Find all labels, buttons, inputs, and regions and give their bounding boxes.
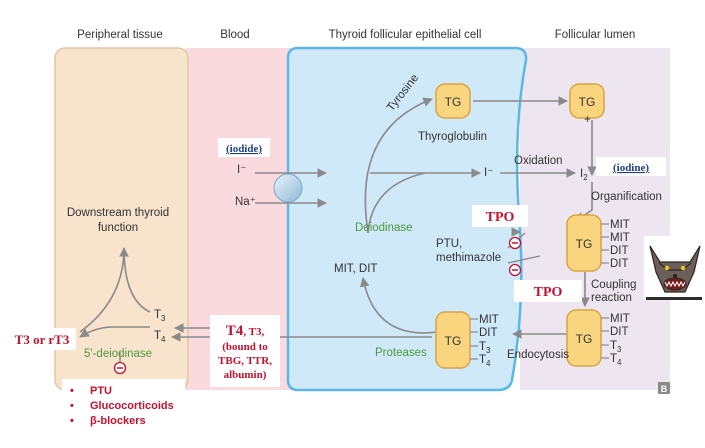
tg-blob-top-cell: TG xyxy=(435,83,471,119)
header-thyroid-cell: Thyroid follicular epithelial cell xyxy=(329,29,482,41)
label-plus: + xyxy=(584,114,591,126)
arrow-t4-to-t3 xyxy=(79,326,150,338)
tg-blob-endocytosed: TG xyxy=(435,311,471,369)
residue-dit: DIT xyxy=(610,245,629,257)
arrow-proteases-to-mit-dit xyxy=(359,277,438,334)
residue-t3: T3 xyxy=(479,341,491,355)
label-ptu-1: PTU, xyxy=(436,238,462,250)
tg-label: TG xyxy=(576,332,593,346)
iodide-note: (iodide) xyxy=(226,143,262,155)
residue-dit: DIT xyxy=(610,326,629,338)
label-ptu-2: methimazole xyxy=(436,252,501,264)
label-peripheral-t3: T3 xyxy=(154,309,166,323)
tpo-label-upper: TPO xyxy=(486,210,515,225)
tg-blob-coupled: TG xyxy=(566,309,602,367)
residue-mit: MIT xyxy=(610,313,630,325)
inhibitor-beta-blockers: β-blockers xyxy=(90,415,146,427)
residue-mit: MIT xyxy=(610,232,630,244)
arrow-tyrosine-to-tg xyxy=(364,97,433,233)
label-downstream-1: Downstream thyroid xyxy=(67,207,169,219)
tg-label: TG xyxy=(445,334,462,348)
blood-t4-t3-label: T4, T3, xyxy=(226,323,265,339)
inhibitor-glucocorticoids: Glucocorticoids xyxy=(90,400,174,412)
header-blood: Blood xyxy=(220,29,249,41)
blood-bound-2: TBG, TTR, xyxy=(218,355,272,367)
label-deiodinase: Deiodinase xyxy=(355,222,413,234)
iodine-note: (iodine) xyxy=(613,162,649,174)
corner-logo-icon: B xyxy=(658,382,670,394)
label-thyroglobulin: Thyroglobulin xyxy=(418,131,487,143)
inhibition-minus-icon xyxy=(508,236,522,250)
residue-dit: DIT xyxy=(479,327,498,339)
label-downstream-2: function xyxy=(98,222,138,234)
tpo-box-lower xyxy=(514,280,582,302)
tg-label: TG xyxy=(445,95,462,109)
t3-or-rt3-label: T3 or rT3 xyxy=(15,332,70,347)
wolf-face-icon xyxy=(644,236,704,300)
inhibitor-bullet: • xyxy=(70,415,74,427)
label-iodide-ion: I⁻ xyxy=(237,164,246,176)
inhibitor-bullet: • xyxy=(70,385,74,397)
iodine-note-box xyxy=(596,157,666,176)
svg-text:B: B xyxy=(661,384,668,394)
label-iodide-apical: I⁻ xyxy=(484,167,493,179)
arrow-deiodinase-recycle xyxy=(367,172,426,234)
residue-ticks xyxy=(470,223,609,360)
label-organification: Organification xyxy=(591,191,662,203)
label-coupling-2: reaction xyxy=(591,292,632,304)
label-proteases: Proteases xyxy=(375,347,427,359)
inhibitor-bullet: • xyxy=(70,400,74,412)
inhibitor-ptu: PTU xyxy=(90,385,112,397)
inhibition-minus-icon xyxy=(508,263,522,277)
inhibitor-list: • PTU • Glucocorticoids • β-blockers xyxy=(70,385,174,427)
label-coupling-1: Coupling xyxy=(591,279,636,291)
residue-mit: MIT xyxy=(479,314,499,326)
iodide-note-box xyxy=(218,138,270,157)
tg-label: TG xyxy=(579,95,596,109)
residue-mit: MIT xyxy=(610,219,630,231)
label-sodium-ion: Na⁺ xyxy=(235,196,256,208)
header-follicular-lumen: Follicular lumen xyxy=(555,29,636,41)
blood-bound-3: albumin) xyxy=(224,369,267,381)
inhibitor-list-box xyxy=(62,379,185,434)
pump-ion-channel-icon xyxy=(273,173,303,203)
label-endocytosis: Endocytosis xyxy=(507,349,569,361)
blood-transport-box xyxy=(210,315,280,387)
residue-t4: T4 xyxy=(479,354,491,368)
tg-blob-top-lumen: TG xyxy=(569,83,605,119)
tg-blob-iodinated: TG xyxy=(566,214,602,272)
residue-dit: DIT xyxy=(610,258,629,270)
label-iodine: I2 xyxy=(580,168,588,182)
label-peripheral-t4: T4 xyxy=(154,330,166,344)
label-5-deiodinase: 5'-deiodinase xyxy=(84,348,152,360)
header-peripheral-tissue: Peripheral tissue xyxy=(77,29,163,41)
blood-bound-1: (bound to xyxy=(222,341,268,353)
t3-rt3-box xyxy=(8,328,76,350)
residue-t4: T4 xyxy=(610,353,622,367)
arrow-t3-to-function-left xyxy=(79,247,129,333)
tpo-box-upper xyxy=(472,205,528,227)
inhibition-minus-icon xyxy=(113,361,127,375)
label-oxidation: Oxidation xyxy=(514,155,563,167)
label-mit-dit: MIT, DIT xyxy=(334,263,377,275)
tpo-label-lower: TPO xyxy=(534,285,563,300)
tg-label: TG xyxy=(576,237,593,251)
residue-t3: T3 xyxy=(610,340,622,354)
arrow-t3-to-function-right xyxy=(123,247,151,313)
